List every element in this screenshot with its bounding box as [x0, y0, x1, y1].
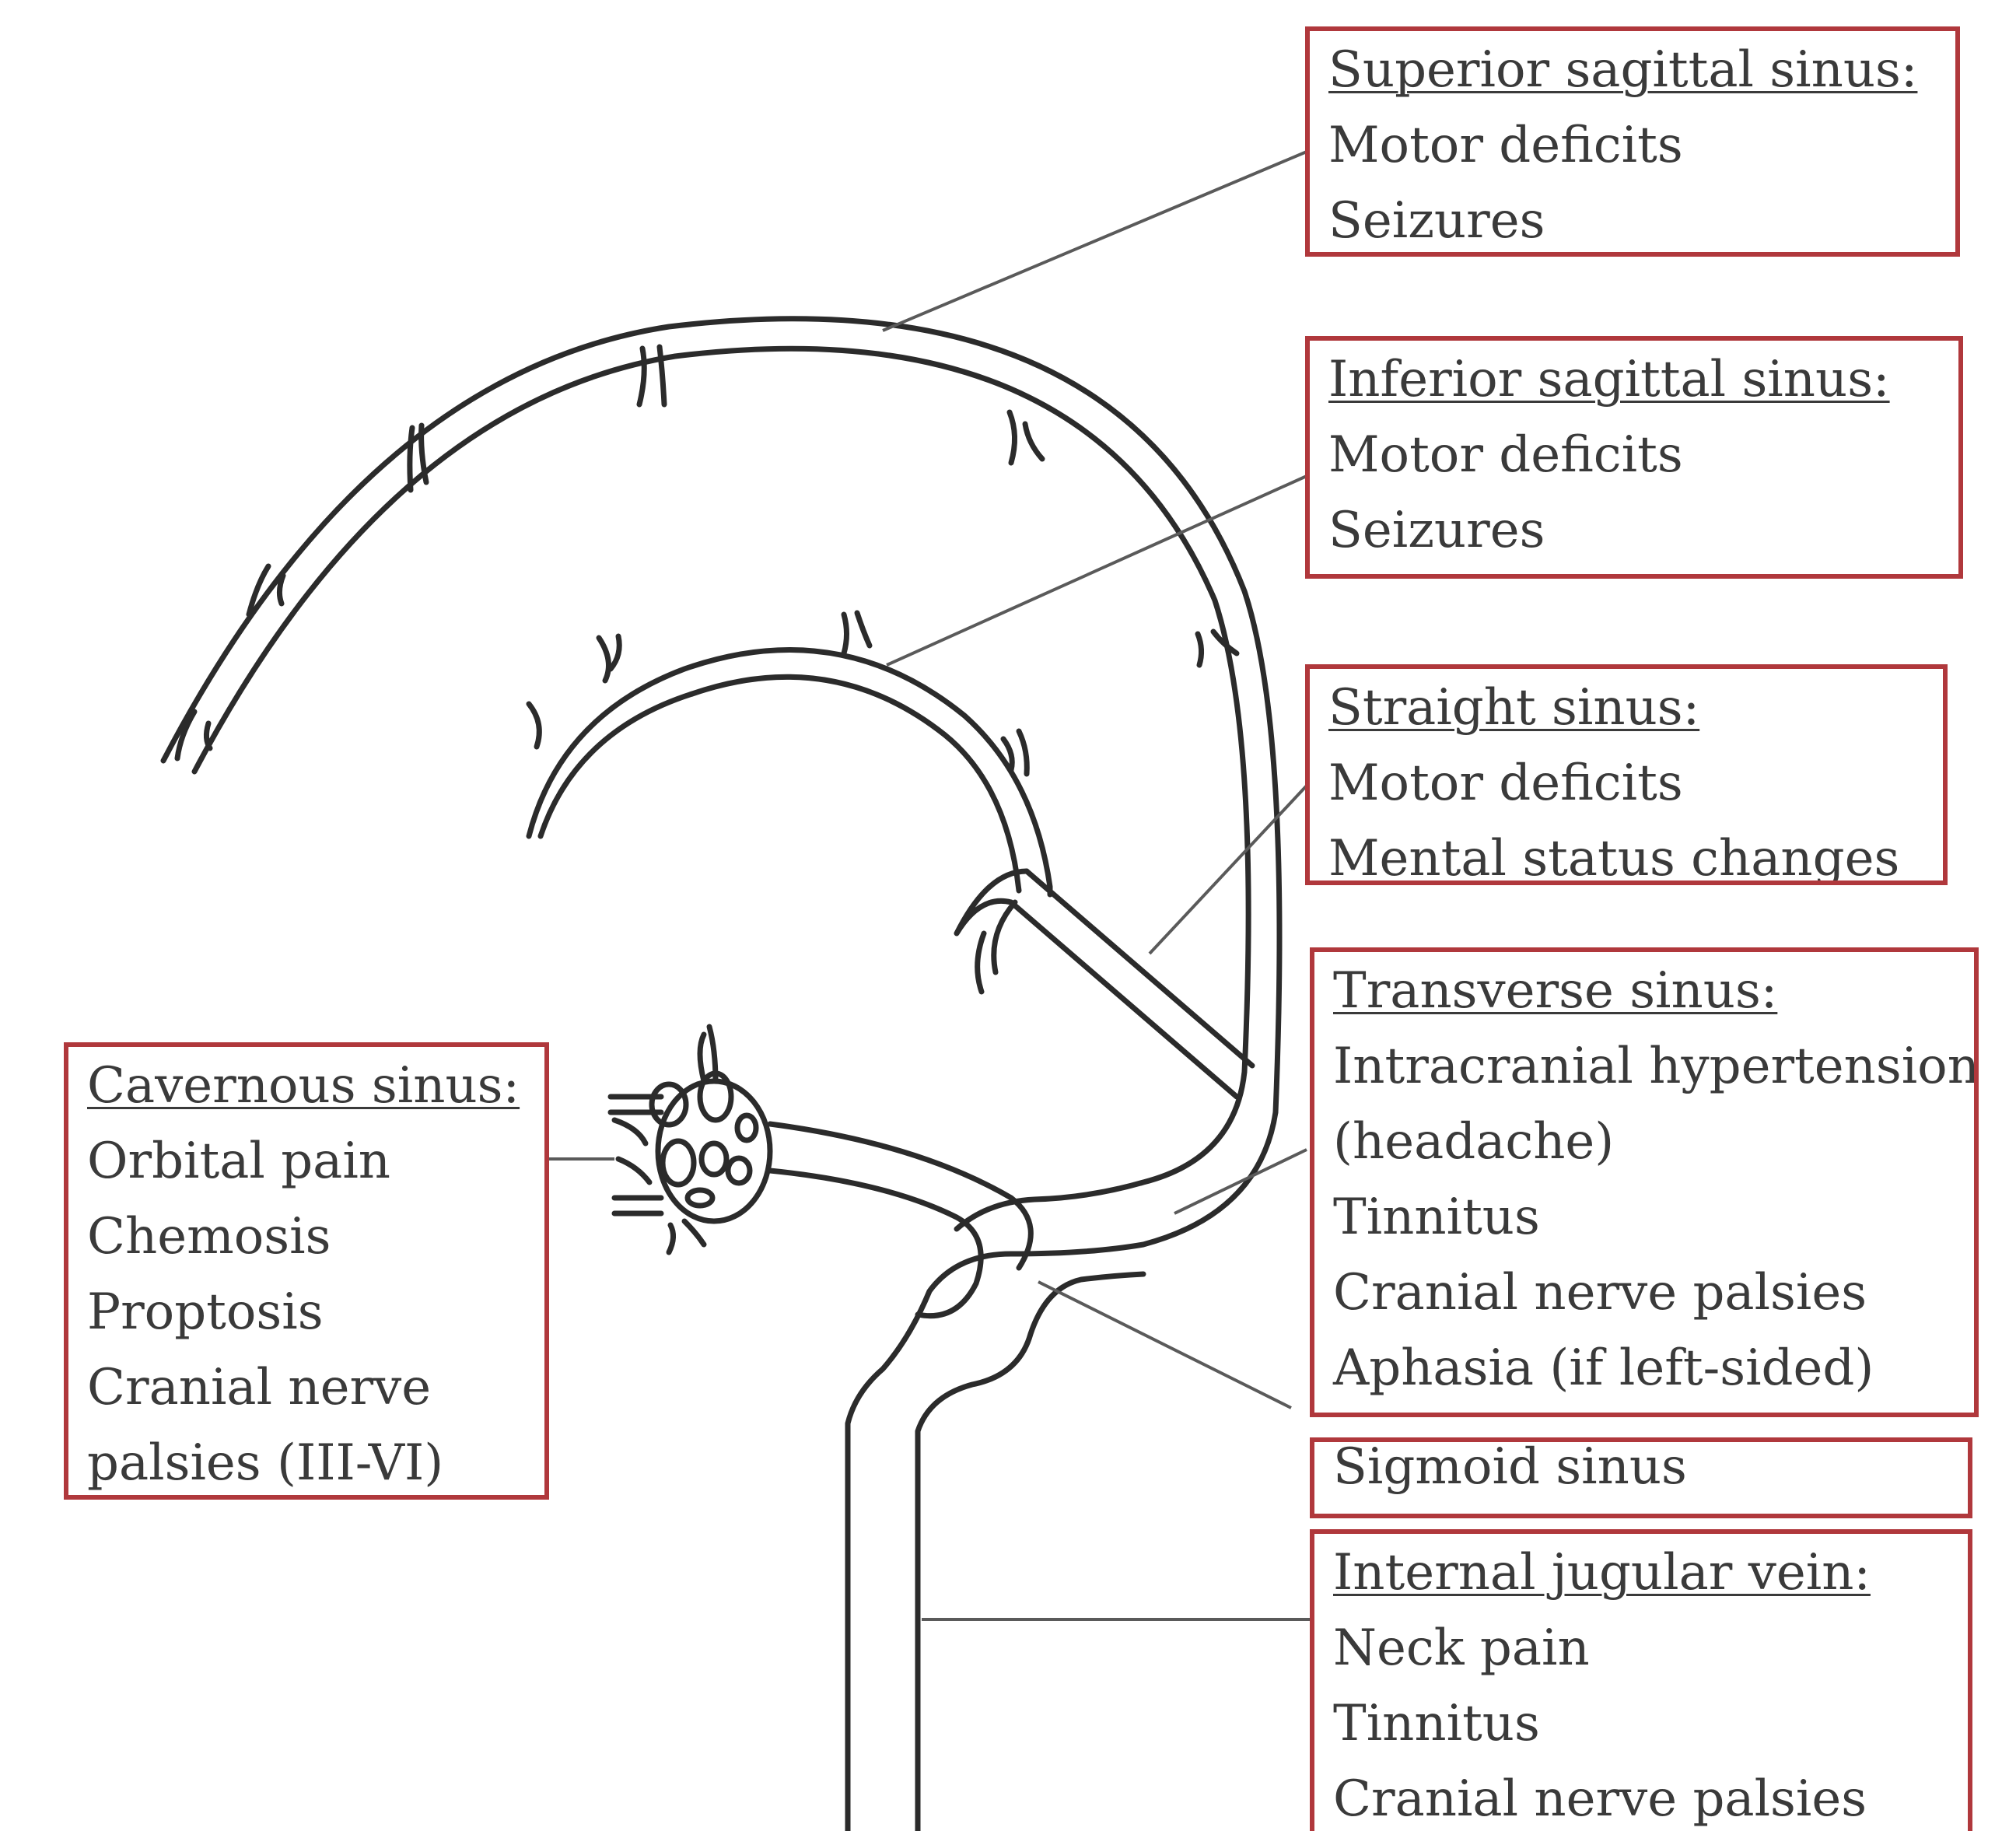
internal-jugular-vein-box: Internal jugular vein: Neck pain Tinnitu…: [1310, 1529, 1972, 1831]
cavernous-sinus-item: Orbital pain: [87, 1124, 526, 1199]
cavernous-sinus-item: Chemosis: [87, 1199, 526, 1275]
inferior-sagittal-item: Seizures: [1328, 493, 1940, 569]
cavernous-sinus-title: Cavernous sinus:: [87, 1049, 526, 1124]
internal-jugular-item: Neck pain: [1333, 1611, 1949, 1686]
transverse-sinus-title: Transverse sinus:: [1333, 954, 1955, 1029]
cavernous-sinus-item: Proptosis: [87, 1275, 526, 1350]
transverse-sigmoid-jugular-vessel: [770, 1072, 1276, 1831]
transverse-sinus-item: Intracranial hypertension: [1333, 1029, 1955, 1105]
cavernous-sinus-item: Cranial nerve: [87, 1350, 526, 1426]
inferior-sagittal-sinus-title: Inferior sagittal sinus:: [1328, 342, 1940, 418]
transverse-sinus-item: (headache): [1333, 1105, 1955, 1180]
transverse-sinus-item: Tinnitus: [1333, 1180, 1955, 1255]
superior-sagittal-sinus-title: Superior sagittal sinus:: [1328, 33, 1937, 108]
superior-sagittal-sinus-box: Superior sagittal sinus: Motor deficits …: [1305, 26, 1960, 257]
internal-jugular-vein-title: Internal jugular vein:: [1333, 1535, 1949, 1611]
leader-sigmoid: [1038, 1282, 1291, 1408]
leader-superior-sagittal: [883, 152, 1307, 331]
internal-jugular-item: Cranial nerve palsies: [1333, 1762, 1949, 1831]
superior-sagittal-item: Motor deficits: [1328, 108, 1937, 184]
internal-jugular-item: Tinnitus: [1333, 1686, 1949, 1762]
cavernous-sinus-item: palsies (III-VI): [87, 1426, 526, 1500]
superior-sagittal-sinus-vessel: [163, 319, 1279, 1112]
transverse-sinus-item: Cranial nerve palsies: [1333, 1255, 1955, 1331]
transverse-sinus-item: Aphasia (if left-sided): [1333, 1331, 1955, 1406]
cavernous-sinus-vessel: [611, 1027, 770, 1252]
superior-sagittal-item: Seizures: [1328, 184, 1937, 257]
straight-sinus-vessel: [957, 871, 1252, 1097]
leader-straight: [1150, 786, 1307, 954]
straight-sinus-item: Motor deficits: [1328, 746, 1924, 821]
straight-sinus-title: Straight sinus:: [1328, 670, 1924, 746]
inferior-sagittal-sinus-vessel: [529, 613, 1050, 894]
cavernous-sinus-box: Cavernous sinus: Orbital pain Chemosis P…: [64, 1042, 549, 1500]
straight-sinus-item: Mental status changes: [1328, 821, 1924, 885]
sigmoid-sinus-title: Sigmoid sinus: [1333, 1437, 1949, 1498]
inferior-sagittal-item: Motor deficits: [1328, 418, 1940, 493]
sigmoid-sinus-box: Sigmoid sinus: [1310, 1437, 1972, 1518]
straight-sinus-box: Straight sinus: Motor deficits Mental st…: [1305, 664, 1948, 885]
transverse-sinus-box: Transverse sinus: Intracranial hypertens…: [1310, 947, 1979, 1417]
leader-inferior-sagittal: [887, 476, 1307, 665]
inferior-sagittal-sinus-box: Inferior sagittal sinus: Motor deficits …: [1305, 336, 1963, 579]
